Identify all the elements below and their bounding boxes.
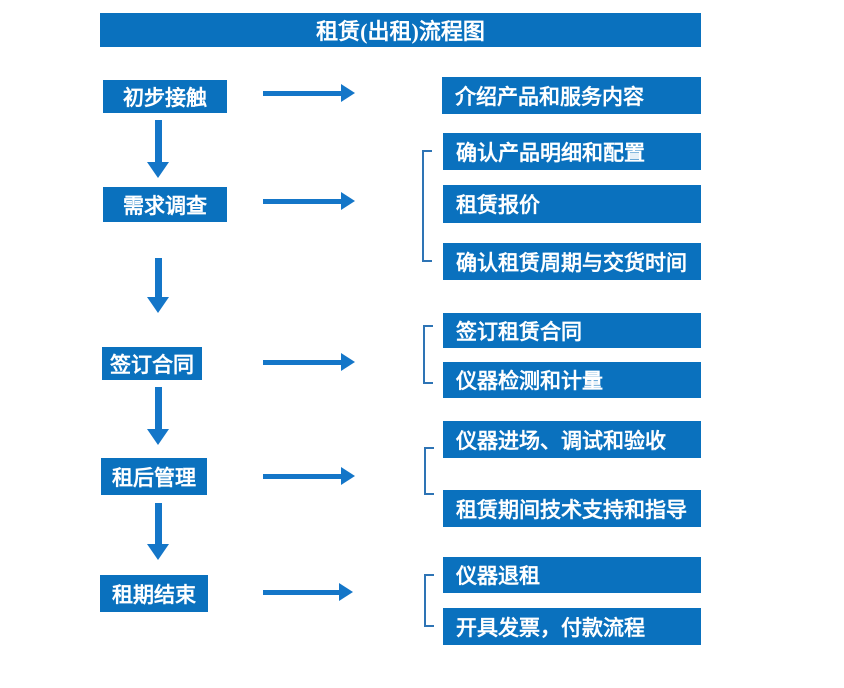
step-box-post-rental-management: 租后管理 bbox=[101, 458, 207, 495]
flow-title: 租赁(出租)流程图 bbox=[316, 19, 485, 44]
arrow-head bbox=[147, 162, 169, 178]
detail-box: 仪器退租 bbox=[443, 557, 701, 593]
arrow-shaft bbox=[263, 90, 341, 96]
title-bar: 租赁(出租)流程图 bbox=[100, 13, 701, 47]
arrow-head bbox=[341, 353, 355, 371]
arrow-right-icon bbox=[263, 84, 355, 102]
detail-box: 仪器进场、调试和验收 bbox=[443, 421, 701, 458]
arrow-head bbox=[341, 192, 355, 210]
detail-box: 仪器检测和计量 bbox=[443, 362, 701, 398]
bracket-connector bbox=[423, 325, 433, 384]
detail-box: 租赁期间技术支持和指导 bbox=[443, 490, 701, 527]
detail-box: 确认租赁周期与交货时间 bbox=[443, 243, 701, 280]
arrow-head bbox=[341, 467, 355, 485]
bracket-connector bbox=[422, 150, 432, 262]
arrow-down-icon bbox=[147, 258, 169, 313]
arrow-shaft bbox=[263, 473, 341, 479]
step-box-sign-contract: 签订合同 bbox=[102, 347, 202, 380]
bracket-connector bbox=[424, 574, 434, 627]
step-box-demand-survey: 需求调查 bbox=[103, 187, 227, 222]
detail-box: 确认产品明细和配置 bbox=[443, 133, 701, 170]
arrow-head bbox=[147, 429, 169, 445]
arrow-right-icon bbox=[263, 583, 353, 601]
arrow-head bbox=[341, 84, 355, 102]
step-box-rental-end: 租期结束 bbox=[100, 575, 208, 612]
arrow-shaft bbox=[154, 387, 162, 429]
arrow-down-icon bbox=[147, 387, 169, 445]
arrow-shaft bbox=[263, 359, 341, 365]
arrow-shaft bbox=[154, 503, 162, 544]
arrow-head bbox=[339, 583, 353, 601]
arrow-shaft bbox=[154, 258, 162, 297]
arrow-right-icon bbox=[263, 467, 355, 485]
detail-box: 介绍产品和服务内容 bbox=[442, 77, 701, 114]
arrow-down-icon bbox=[147, 503, 169, 560]
arrow-shaft bbox=[263, 589, 339, 595]
arrow-shaft bbox=[263, 198, 341, 204]
step-box-initial-contact: 初步接触 bbox=[103, 80, 227, 113]
arrow-right-icon bbox=[263, 353, 355, 371]
detail-box: 签订租赁合同 bbox=[443, 313, 701, 348]
arrow-down-icon bbox=[147, 120, 169, 178]
bracket-connector bbox=[424, 447, 434, 495]
arrow-head bbox=[147, 297, 169, 313]
detail-box: 开具发票，付款流程 bbox=[443, 608, 701, 645]
detail-box: 租赁报价 bbox=[443, 185, 701, 223]
arrow-right-icon bbox=[263, 192, 355, 210]
arrow-head bbox=[147, 544, 169, 560]
arrow-shaft bbox=[154, 120, 162, 162]
